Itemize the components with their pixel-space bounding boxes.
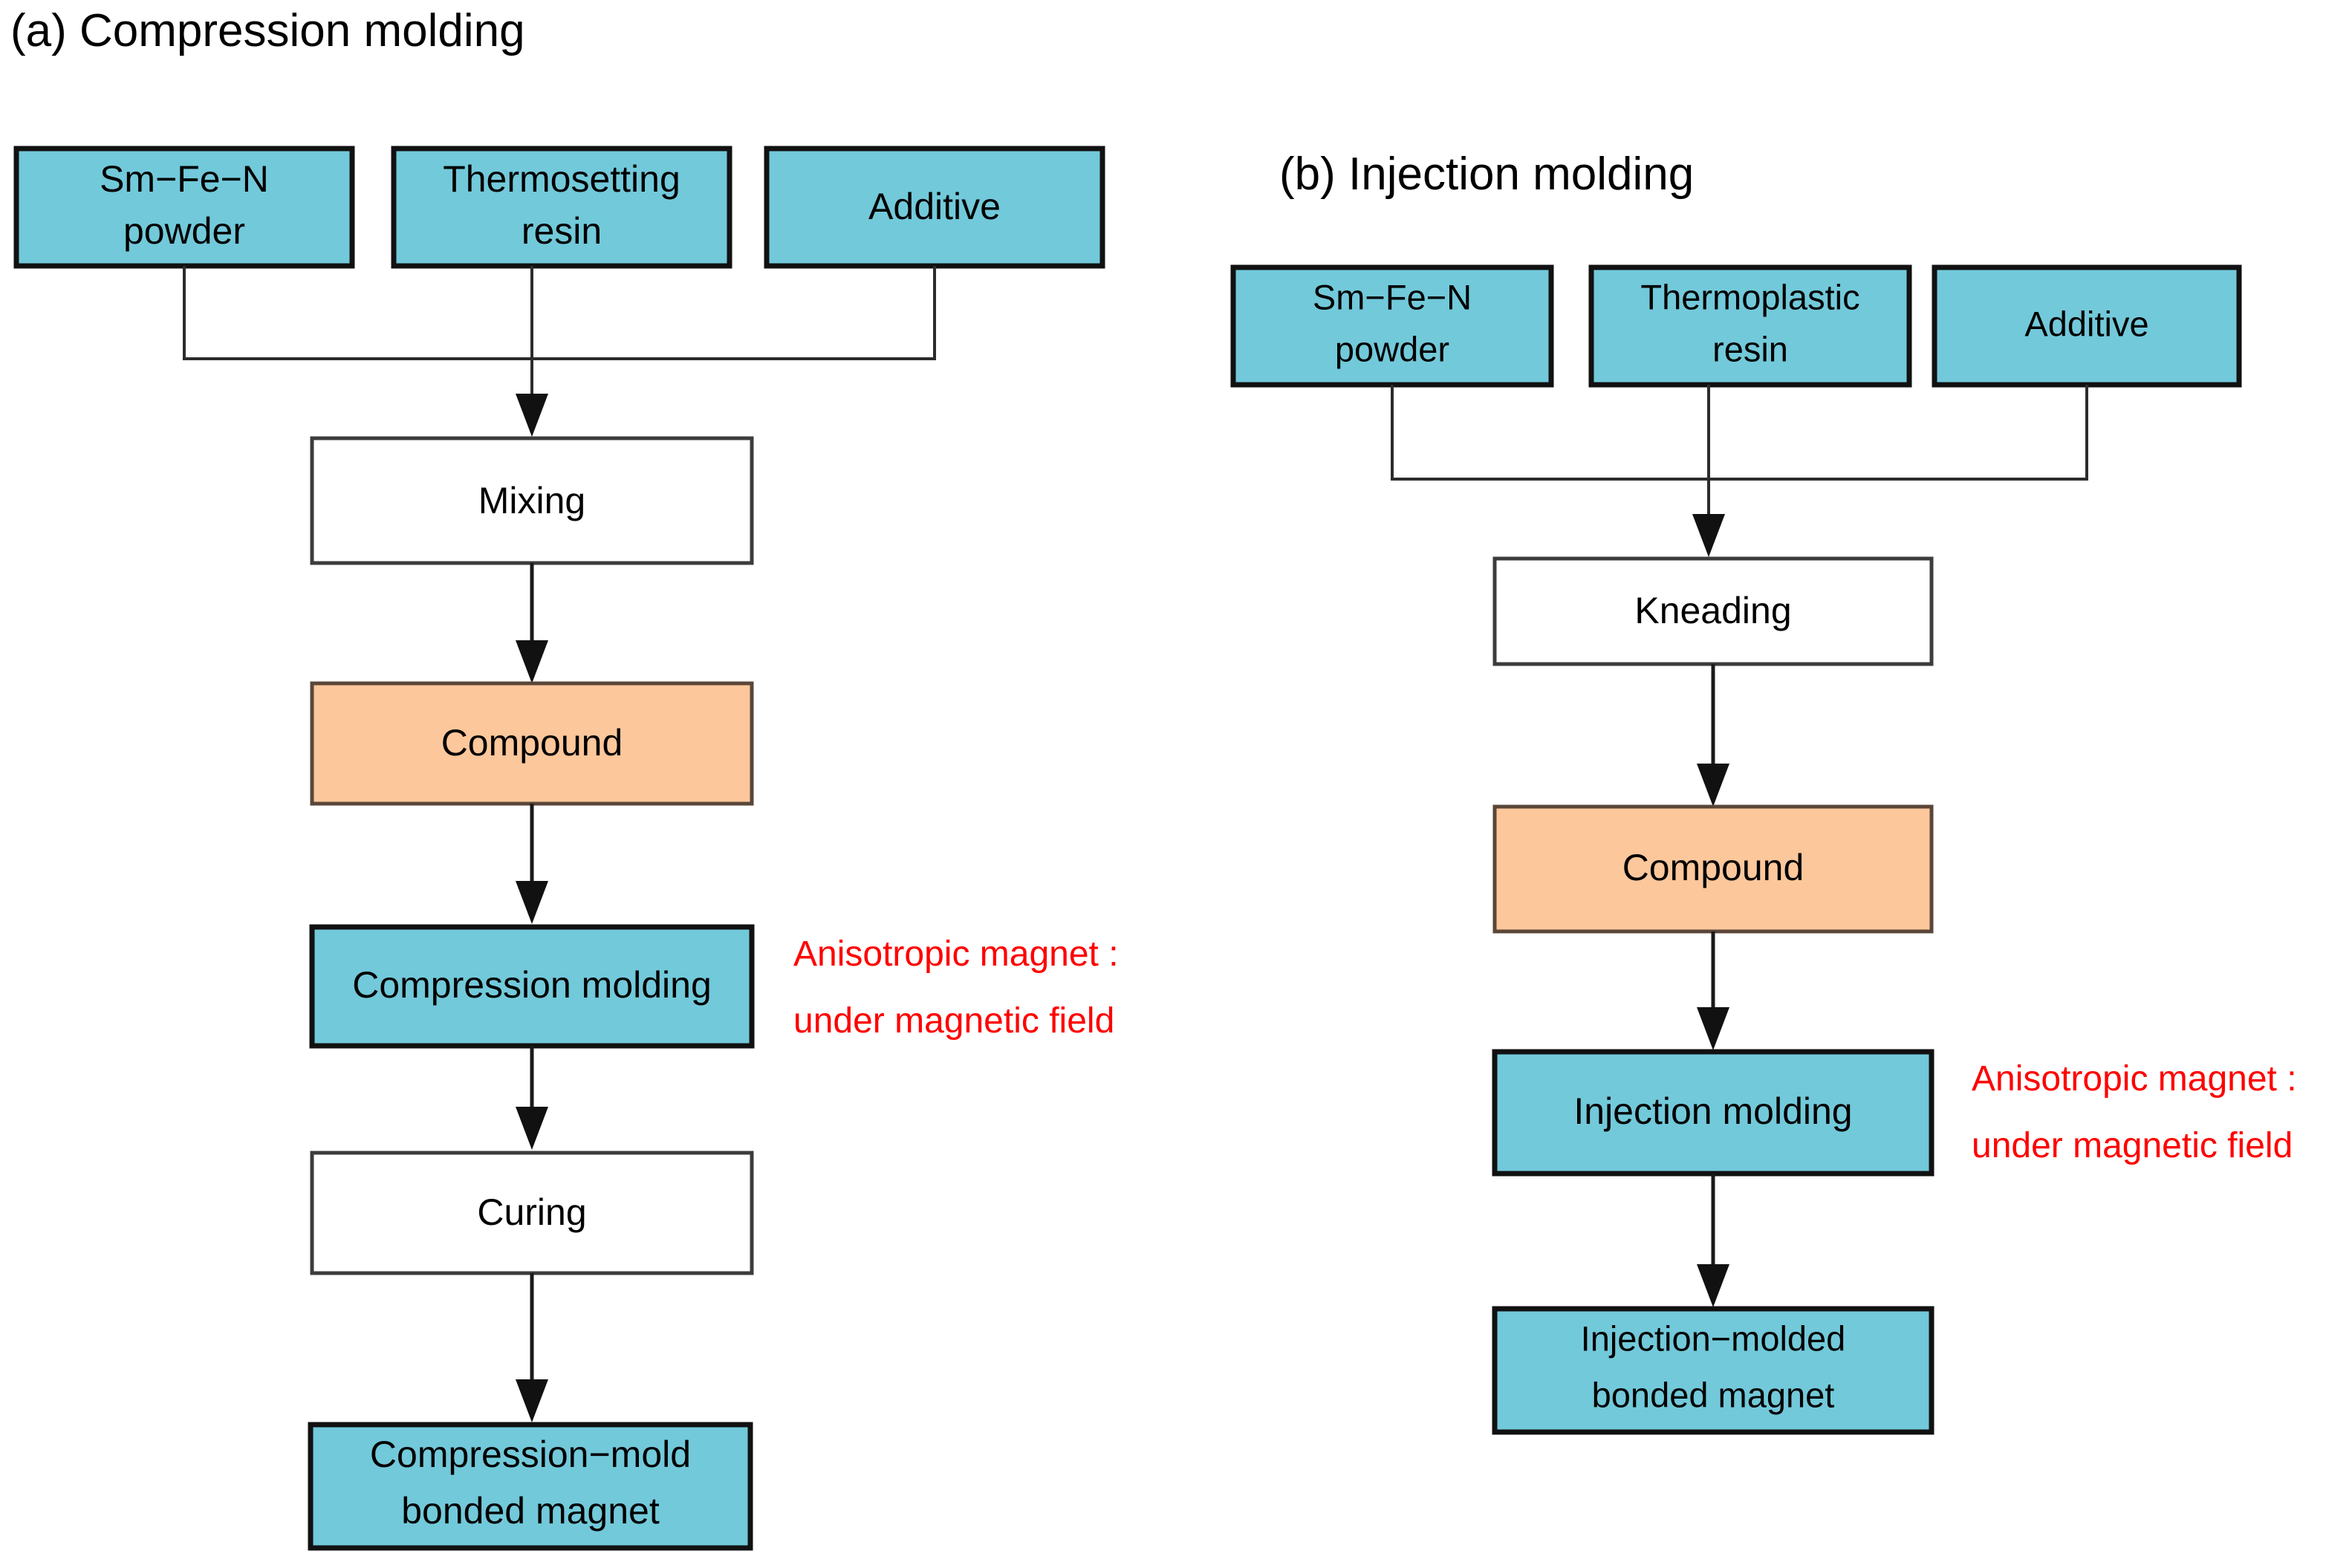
panel-a-input-powder-box[interactable]: [13, 146, 355, 269]
panel-a-step-curing[interactable]: Curing: [310, 1151, 754, 1275]
panel-a-output-label-1: Compression−mold: [370, 1434, 691, 1475]
panel-a-input-resin-label-2: resin: [522, 210, 602, 252]
panel-b-edge-injection-output: [1697, 1174, 1729, 1307]
panel-b: (b) Injection molding Sm−Fe−N powder The…: [1230, 149, 2297, 1435]
panel-a-input-powder-label-1: Sm−Fe−N: [100, 158, 269, 200]
panel-b-step-compound-label: Compound: [1622, 847, 1804, 888]
panel-a-input-resin-box[interactable]: [391, 146, 732, 269]
panel-a-input-additive[interactable]: Additive: [764, 146, 1105, 269]
panel-b-output-label-2: bonded magnet: [1592, 1375, 1835, 1414]
panel-a-input-resin[interactable]: Thermosetting resin: [391, 146, 732, 269]
panel-b-annotation-line-2: under magnetic field: [1972, 1126, 2293, 1165]
panel-b-input-resin-label-2: resin: [1712, 329, 1788, 368]
panel-b-input-powder-label-2: powder: [1335, 329, 1449, 368]
panel-a-input-additive-label-1: Additive: [868, 186, 1001, 227]
panel-b-annotation-line-1: Anisotropic magnet :: [1972, 1059, 2297, 1099]
panel-a-title: (a) Compression molding: [10, 5, 525, 56]
panel-a-edge-molding-curing: [516, 1046, 548, 1150]
panel-a-input-powder[interactable]: Sm−Fe−N powder: [13, 146, 355, 269]
panel-a-input-resin-label-1: Thermosetting: [443, 158, 680, 200]
panel-a-annotation-line-1: Anisotropic magnet :: [793, 934, 1119, 974]
panel-b-arrow-into-kneading: [1692, 514, 1725, 557]
panel-a-step-compound-label: Compound: [441, 722, 623, 764]
panel-b-merge-connector: [1391, 385, 2088, 557]
panel-b-title: (b) Injection molding: [1279, 149, 1694, 200]
panel-a-edge-compound-molding: [516, 804, 548, 924]
panel-a-step-mixing[interactable]: Mixing: [310, 436, 754, 565]
panel-b-step-injection-molding[interactable]: Injection molding: [1492, 1049, 1934, 1177]
panel-a-output[interactable]: Compression−mold bonded magnet: [308, 1422, 753, 1551]
panel-a-annotation: Anisotropic magnet : under magnetic fiel…: [793, 934, 1119, 1041]
panel-a-step-compression-molding-label: Compression molding: [352, 964, 712, 1006]
panel-a-step-mixing-label: Mixing: [478, 480, 585, 521]
panel-a-arrow-into-mixing: [516, 394, 548, 437]
panel-a-merge-connector: [183, 266, 936, 437]
panel-b-step-kneading-box[interactable]: [1492, 556, 1934, 666]
panel-b-input-additive-box[interactable]: [1932, 264, 2242, 388]
panel-a-output-label-2: bonded magnet: [401, 1490, 660, 1532]
panel-a-output-box[interactable]: [308, 1422, 753, 1551]
panel-b-edge-kneading-compound: [1697, 664, 1729, 807]
panel-b-input-additive-label-1: Additive: [2024, 304, 2148, 343]
panel-b-step-injection-molding-label: Injection molding: [1573, 1090, 1852, 1132]
panel-b-input-resin-label-1: Thermoplastic: [1640, 277, 1859, 316]
panel-b-input-powder[interactable]: Sm−Fe−N powder: [1230, 264, 1554, 388]
panel-a: (a) Compression molding Sm−Fe−N powder T…: [10, 5, 1119, 1551]
panel-b-step-compound[interactable]: Compound: [1492, 804, 1934, 934]
panel-a-step-compression-molding-box[interactable]: [309, 924, 755, 1049]
panel-a-annotation-line-2: under magnetic field: [793, 1001, 1114, 1041]
panel-b-step-kneading-label: Kneading: [1634, 590, 1791, 631]
panel-b-output[interactable]: Injection−molded bonded magnet: [1492, 1306, 1934, 1435]
panel-a-edge-curing-output: [516, 1273, 548, 1422]
panel-a-step-compound[interactable]: Compound: [310, 681, 754, 806]
panel-b-input-resin[interactable]: Thermoplastic resin: [1588, 264, 1912, 388]
panel-b-input-additive[interactable]: Additive: [1932, 264, 2242, 388]
panel-b-step-injection-molding-box[interactable]: [1492, 1049, 1934, 1177]
panel-a-step-compression-molding[interactable]: Compression molding: [309, 924, 755, 1049]
panel-a-step-curing-label: Curing: [477, 1191, 586, 1233]
panel-b-step-kneading[interactable]: Kneading: [1492, 556, 1934, 666]
panel-b-input-resin-box[interactable]: [1588, 264, 1912, 388]
panel-a-step-mixing-box[interactable]: [310, 436, 754, 565]
panel-b-edge-compound-injection: [1697, 931, 1729, 1050]
panel-b-input-powder-label-1: Sm−Fe−N: [1313, 277, 1472, 316]
panel-b-annotation: Anisotropic magnet : under magnetic fiel…: [1972, 1059, 2297, 1165]
panel-b-output-box[interactable]: [1492, 1306, 1934, 1435]
panel-a-edge-mixing-compound: [516, 563, 548, 683]
panel-b-output-label-1: Injection−molded: [1581, 1318, 1846, 1358]
panel-a-input-powder-label-2: powder: [123, 210, 245, 252]
